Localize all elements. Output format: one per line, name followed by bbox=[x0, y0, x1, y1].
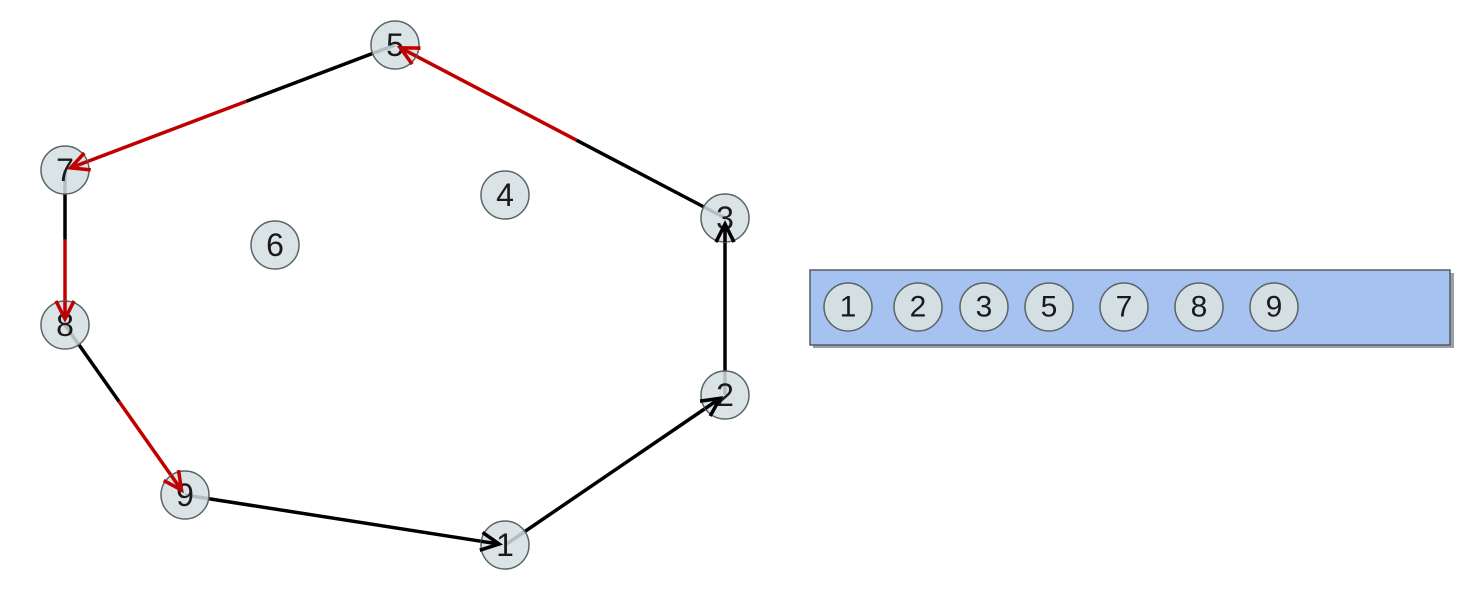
queue-item-9: 9 bbox=[1249, 282, 1299, 332]
queue-item-5: 5 bbox=[1024, 282, 1074, 332]
node-label: 1 bbox=[496, 527, 514, 563]
edge-segment bbox=[245, 43, 396, 103]
queue-item-label: 2 bbox=[910, 291, 927, 324]
edge-segment bbox=[184, 493, 500, 546]
node-circle bbox=[160, 470, 210, 520]
node-circle bbox=[250, 220, 300, 270]
arrowhead-3-5 bbox=[396, 45, 421, 66]
queue-item-7: 7 bbox=[1099, 282, 1149, 332]
queue-item-label: 9 bbox=[1266, 291, 1283, 324]
arrowhead-1-2 bbox=[699, 396, 724, 417]
queue-panel: 1 2 3 5 7 8 9 bbox=[809, 269, 1454, 348]
queue-item-circle bbox=[959, 282, 1009, 332]
queue-item-1: 1 bbox=[823, 282, 873, 332]
queue-item-label: 1 bbox=[840, 291, 857, 324]
edge-segment-highlight bbox=[399, 46, 578, 142]
node-label: 5 bbox=[386, 27, 404, 63]
node-label: 3 bbox=[716, 200, 734, 236]
node-label: 8 bbox=[56, 307, 74, 343]
graph-node-1: 1 bbox=[480, 520, 530, 570]
queue-item-circle bbox=[1249, 282, 1299, 332]
node-label: 4 bbox=[496, 177, 514, 213]
edge-segment bbox=[504, 396, 722, 547]
queue-item-2: 2 bbox=[893, 282, 943, 332]
edge-1-2 bbox=[504, 396, 724, 547]
edge-3-5 bbox=[396, 45, 726, 220]
graph-node-2: 2 bbox=[700, 370, 750, 420]
edge-2-3 bbox=[714, 220, 736, 395]
node-circle bbox=[480, 170, 530, 220]
queue-item-label: 3 bbox=[976, 291, 993, 324]
arrowhead-9-1 bbox=[479, 530, 503, 552]
edge-9-1 bbox=[184, 493, 503, 552]
node-label: 2 bbox=[716, 377, 734, 413]
queue-item-label: 8 bbox=[1191, 291, 1208, 324]
node-label: 6 bbox=[266, 227, 284, 263]
graph-node-6: 6 bbox=[250, 220, 300, 270]
queue-item-8: 8 bbox=[1174, 282, 1224, 332]
arrowhead-7-8 bbox=[54, 300, 76, 323]
queue-item-circle bbox=[1099, 282, 1149, 332]
edge-segment-highlight bbox=[69, 99, 248, 170]
arrowhead-8-9 bbox=[162, 469, 184, 494]
arrowhead-2-3 bbox=[714, 220, 736, 243]
node-circle bbox=[480, 520, 530, 570]
graph-node-4: 4 bbox=[480, 170, 530, 220]
queue-item-label: 5 bbox=[1041, 291, 1058, 324]
queue-item-circle bbox=[893, 282, 943, 332]
queue-item-circle bbox=[823, 282, 873, 332]
edge-segment bbox=[575, 138, 726, 220]
queue-item-label: 7 bbox=[1116, 291, 1133, 324]
node-label: 7 bbox=[56, 152, 74, 188]
arrowhead-5-7 bbox=[66, 151, 91, 172]
node-circle bbox=[700, 370, 750, 420]
edge-5-7 bbox=[66, 43, 396, 172]
edge-8-9 bbox=[63, 323, 184, 494]
queue-items: 1 2 3 5 7 8 9 bbox=[823, 282, 1299, 332]
queue-item-3: 3 bbox=[959, 282, 1009, 332]
nodes-layer: 1 2 3 4 5 6 7 8 9 bbox=[40, 20, 750, 570]
queue-item-circle bbox=[1024, 282, 1074, 332]
graph-node-9: 9 bbox=[160, 470, 210, 520]
graph-node-3: 3 bbox=[700, 193, 750, 243]
queue-item-circle bbox=[1174, 282, 1224, 332]
graph-node-7: 7 bbox=[40, 145, 90, 195]
graph-node-8: 8 bbox=[40, 300, 90, 350]
edges-layer bbox=[54, 43, 736, 552]
